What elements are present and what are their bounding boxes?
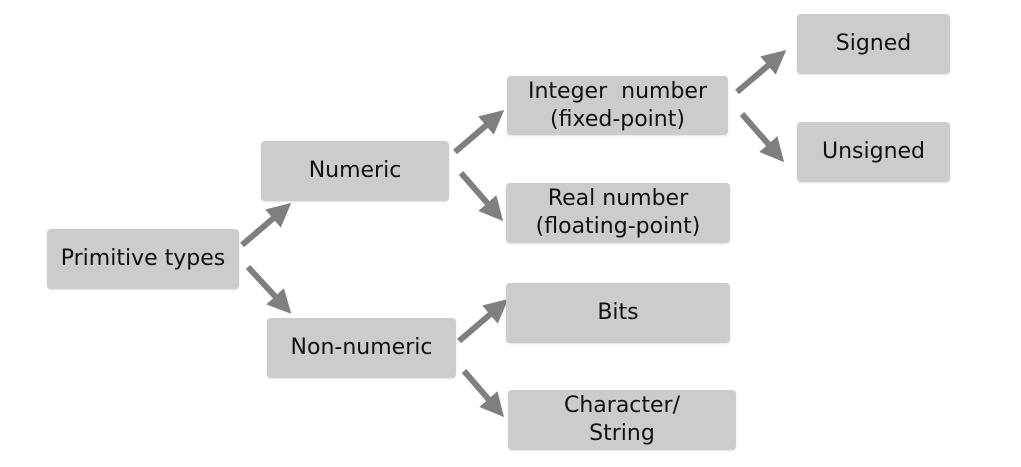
arrow-root-to-numeric: [240, 202, 292, 248]
node-numeric-label: Numeric: [308, 158, 402, 183]
node-signed: Signed: [797, 14, 950, 74]
node-real-number: Real number (floating-point): [506, 183, 730, 243]
node-character-string-line1: Character/: [563, 393, 681, 418]
node-primitive-types: Primitive types: [47, 229, 239, 289]
arrow-non-numeric-to-character: [461, 369, 505, 418]
node-character-string: Character/ String: [508, 390, 736, 450]
node-integer-number: Integer number (fixed-point): [507, 76, 728, 135]
arrow-non-numeric-to-bits: [457, 298, 509, 344]
node-bits-label: Bits: [597, 300, 639, 325]
node-real-number-line1: Real number: [547, 186, 689, 211]
node-primitive-types-label: Primitive types: [60, 246, 226, 271]
node-unsigned-label: Unsigned: [821, 139, 926, 164]
node-signed-label: Signed: [835, 31, 912, 56]
node-character-string-line2: String: [589, 421, 655, 446]
node-real-number-line2: (floating-point): [535, 214, 701, 239]
node-unsigned: Unsigned: [797, 122, 950, 182]
node-non-numeric: Non-numeric: [267, 318, 456, 378]
arrow-integer-to-signed: [735, 49, 787, 95]
arrow-numeric-to-real: [458, 171, 504, 222]
arrow-numeric-to-integer: [453, 109, 505, 155]
node-non-numeric-label: Non-numeric: [290, 335, 433, 360]
arrow-integer-to-unsigned: [739, 112, 785, 163]
arrow-root-to-non-numeric: [245, 264, 292, 314]
node-integer-number-line2: (fixed-point): [550, 106, 685, 132]
node-bits: Bits: [506, 283, 730, 343]
node-numeric: Numeric: [261, 141, 449, 201]
node-integer-number-line1: Integer number: [528, 78, 707, 104]
